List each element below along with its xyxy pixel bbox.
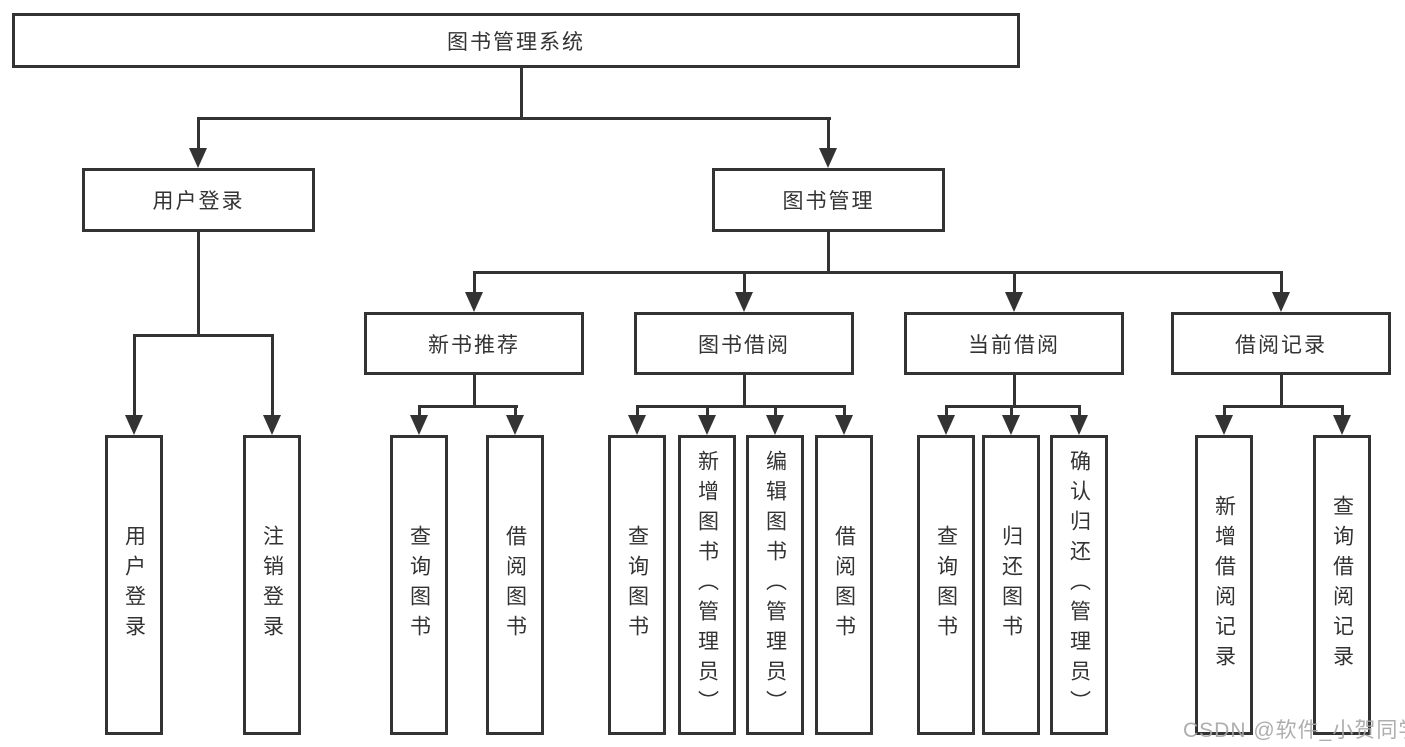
connector-new-books-down bbox=[473, 375, 476, 408]
node-leaf-cb-query: 查询图书 bbox=[917, 435, 975, 735]
arrowhead-book-borrowing bbox=[735, 292, 753, 312]
node-leaf-logout: 注销登录 bbox=[243, 435, 301, 735]
node-leaf-logout-label: 注销登录 bbox=[260, 525, 284, 645]
node-borrowing-records: 借阅记录 bbox=[1171, 312, 1391, 375]
connector-level2-rail bbox=[197, 117, 831, 120]
arrowhead-current-borrowing bbox=[1005, 292, 1023, 312]
connector-borrowing-records-rail bbox=[1223, 405, 1344, 408]
stem-leaf-bb-add bbox=[706, 405, 709, 419]
arrowhead-leaf-logout bbox=[263, 415, 281, 435]
connector-book-mgmt-stem bbox=[827, 117, 830, 151]
connector-root-stem bbox=[520, 68, 523, 120]
arrowhead-leaf-cb-confirm bbox=[1070, 415, 1088, 435]
node-leaf-nb-borrow-label: 借阅图书 bbox=[503, 525, 527, 645]
stem-leaf-cb-query bbox=[945, 405, 948, 419]
node-book-borrowing: 图书借阅 bbox=[634, 312, 854, 375]
node-leaf-bb-edit: 编辑图书（管理员） bbox=[746, 435, 804, 735]
arrowhead-user-login bbox=[189, 148, 207, 168]
stem-leaf-br-add bbox=[1223, 405, 1226, 419]
connector-new-books-rail bbox=[418, 405, 518, 408]
connector-book-borrowing-rail bbox=[636, 405, 846, 408]
node-leaf-br-query-label: 查询借阅记录 bbox=[1330, 495, 1354, 675]
watermark: CSDN @软件_小贺同学 bbox=[1183, 719, 1405, 742]
arrowhead-leaf-bb-borrow bbox=[835, 415, 853, 435]
node-current-borrowing: 当前借阅 bbox=[904, 312, 1124, 375]
node-book-mgmt-branch: 图书管理 bbox=[712, 168, 945, 232]
arrowhead-leaf-bb-query bbox=[628, 415, 646, 435]
node-leaf-bb-borrow-label: 借阅图书 bbox=[832, 525, 856, 645]
arrowhead-book-mgmt bbox=[819, 148, 837, 168]
stem-leaf-bb-edit bbox=[774, 405, 777, 419]
node-leaf-nb-query: 查询图书 bbox=[390, 435, 448, 735]
node-leaf-cb-query-label: 查询图书 bbox=[934, 525, 958, 645]
connector-book-mgmt-down bbox=[827, 232, 830, 274]
node-new-books-label: 新书推荐 bbox=[428, 333, 520, 357]
arrowhead-leaf-br-query bbox=[1333, 415, 1351, 435]
arrowhead-leaf-cb-query bbox=[937, 415, 955, 435]
node-leaf-nb-query-label: 查询图书 bbox=[407, 525, 431, 645]
connector-book-borrowing-down bbox=[743, 375, 746, 408]
stem-leaf-nb-borrow bbox=[514, 405, 517, 419]
stem-leaf-bb-borrow bbox=[843, 405, 846, 419]
stem-leaf-user-login bbox=[133, 334, 136, 417]
arrowhead-new-books bbox=[465, 292, 483, 312]
stem-leaf-br-query bbox=[1341, 405, 1344, 419]
arrowhead-leaf-bb-edit bbox=[766, 415, 784, 435]
arrowhead-leaf-bb-add bbox=[698, 415, 716, 435]
node-leaf-bb-edit-label: 编辑图书（管理员） bbox=[763, 450, 787, 720]
node-root: 图书管理系统 bbox=[12, 13, 1020, 68]
arrowhead-leaf-nb-borrow bbox=[506, 415, 524, 435]
node-user-login-branch-label: 用户登录 bbox=[152, 190, 245, 213]
connector-user-login-rail bbox=[133, 334, 274, 337]
stem-leaf-bb-query bbox=[636, 405, 639, 419]
node-leaf-bb-add: 新增图书（管理员） bbox=[678, 435, 736, 735]
arrowhead-leaf-nb-query bbox=[410, 415, 428, 435]
node-leaf-bb-add-label: 新增图书（管理员） bbox=[695, 450, 719, 720]
arrowhead-leaf-cb-return bbox=[1002, 415, 1020, 435]
node-leaf-br-add: 新增借阅记录 bbox=[1195, 435, 1253, 735]
stem-new-books bbox=[473, 271, 476, 295]
connector-user-login-down bbox=[197, 232, 200, 337]
node-leaf-bb-query: 查询图书 bbox=[608, 435, 666, 735]
connector-borrowing-records-down bbox=[1280, 375, 1283, 408]
arrowhead-leaf-user-login bbox=[125, 415, 143, 435]
node-leaf-cb-confirm: 确认归还（管理员） bbox=[1050, 435, 1108, 735]
node-new-books: 新书推荐 bbox=[364, 312, 584, 375]
node-leaf-user-login: 用户登录 bbox=[105, 435, 163, 735]
node-leaf-br-query: 查询借阅记录 bbox=[1313, 435, 1371, 735]
node-user-login-branch: 用户登录 bbox=[82, 168, 315, 232]
stem-leaf-logout bbox=[271, 334, 274, 417]
connector-current-borrowing-down bbox=[1013, 375, 1016, 408]
node-leaf-bb-query-label: 查询图书 bbox=[625, 525, 649, 645]
stem-leaf-cb-confirm bbox=[1078, 405, 1081, 419]
stem-book-borrowing bbox=[743, 271, 746, 295]
node-leaf-bb-borrow: 借阅图书 bbox=[815, 435, 873, 735]
connector-level3-rail bbox=[473, 271, 1283, 274]
arrowhead-leaf-br-add bbox=[1215, 415, 1233, 435]
node-leaf-user-login-label: 用户登录 bbox=[122, 525, 146, 645]
node-leaf-br-add-label: 新增借阅记录 bbox=[1212, 495, 1236, 675]
node-book-mgmt-branch-label: 图书管理 bbox=[782, 190, 875, 213]
stem-current-borrowing bbox=[1013, 271, 1016, 295]
node-leaf-cb-return-label: 归还图书 bbox=[999, 525, 1023, 645]
connector-user-login-stem bbox=[197, 117, 200, 151]
node-root-label: 图书管理系统 bbox=[447, 30, 585, 54]
node-current-borrowing-label: 当前借阅 bbox=[968, 333, 1060, 357]
stem-borrowing-records bbox=[1280, 271, 1283, 295]
node-book-borrowing-label: 图书借阅 bbox=[698, 333, 790, 357]
node-leaf-nb-borrow: 借阅图书 bbox=[486, 435, 544, 735]
stem-leaf-nb-query bbox=[418, 405, 421, 419]
arrowhead-borrowing-records bbox=[1272, 292, 1290, 312]
stem-leaf-cb-return bbox=[1010, 405, 1013, 419]
node-leaf-cb-confirm-label: 确认归还（管理员） bbox=[1067, 450, 1091, 720]
node-leaf-cb-return: 归还图书 bbox=[982, 435, 1040, 735]
node-borrowing-records-label: 借阅记录 bbox=[1235, 333, 1327, 357]
connector-current-borrowing-rail bbox=[945, 405, 1081, 408]
